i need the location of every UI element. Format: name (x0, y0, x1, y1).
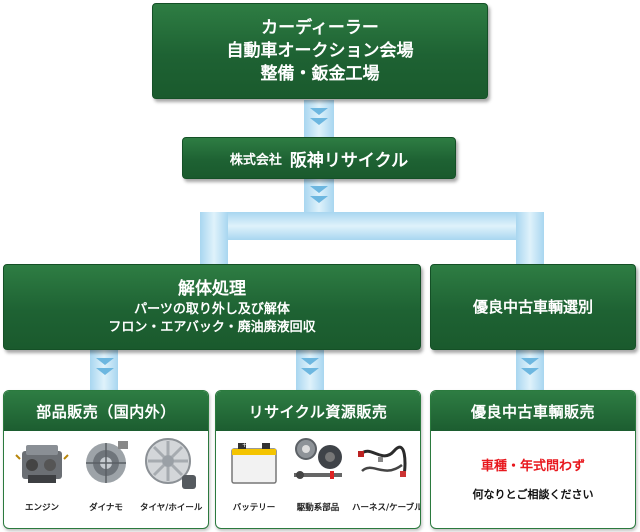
recycle-item-label: ハーネス/ケーブル (352, 503, 421, 513)
engine-icon (15, 445, 69, 483)
parts-sales-title: 部品販売（国内外） (4, 391, 208, 431)
chevron-down-icon (310, 108, 328, 115)
select-title: 優良中古車輌選別 (472, 298, 593, 316)
select-box: 優良中古車輌選別 (430, 264, 636, 350)
used-car-sales-panel: 優良中古車輌販売 車種・年式問わず 何なりとご相談ください (430, 390, 636, 529)
source-box: カーディーラー 自動車オークション会場 整備・鈑金工場 (152, 3, 488, 99)
parts-item-alternator: ダイナモ (76, 435, 136, 513)
dismantle-title: 解体処理 (178, 278, 246, 299)
recycle-item-label: 駆動系部品 (296, 503, 340, 513)
parts-item-label: ダイナモ (89, 503, 123, 513)
dismantle-line-1: パーツの取り外し及び解体 (134, 301, 290, 317)
company-prefix: 株式会社 (229, 152, 282, 168)
recycle-item-harness: ハーネス/ケーブル (352, 435, 421, 513)
chevron-down-icon (96, 358, 114, 365)
connector-left-drop (200, 212, 228, 266)
recycle-item-drive-parts: 駆動系部品 (288, 435, 348, 513)
used-car-sales-title: 優良中古車輌販売 (431, 391, 635, 431)
connector-right-drop (516, 212, 544, 266)
chevron-down-icon (521, 358, 539, 365)
parts-item-label: エンジン (24, 503, 59, 513)
parts-item-wheel: タイヤ/ホイール (140, 435, 203, 513)
used-car-highlight: 車種・年式問わず (480, 459, 585, 474)
source-line-2: 自動車オークション会場 (226, 40, 414, 61)
chevron-down-icon (310, 186, 328, 193)
parts-item-label: タイヤ/ホイール (140, 503, 203, 513)
recycle-item-label: バッテリー (232, 503, 276, 513)
drive-parts-icon (294, 438, 342, 479)
svg-text:+: + (242, 442, 247, 449)
battery-icon: + (231, 442, 277, 484)
recycle-sales-panel: リサイクル資源販売 + バッテリー 駆動系部品 (215, 390, 421, 529)
chevron-down-icon (96, 368, 114, 375)
recycle-sales-title: リサイクル資源販売 (216, 391, 420, 431)
alternator-icon (86, 441, 128, 483)
chevron-down-icon (301, 358, 319, 365)
chevron-down-icon (521, 368, 539, 375)
wheel-icon (145, 438, 196, 489)
used-car-subtext: 何なりとご相談ください (472, 488, 594, 501)
parts-sales-panel: 部品販売（国内外） エンジン ダイナモ (3, 390, 209, 529)
company-box: 株式会社 阪神リサイクル (182, 137, 456, 179)
chevron-down-icon (310, 196, 328, 203)
dismantle-line-2: フロン・エアバック・廃油廃液回収 (108, 319, 316, 335)
source-line-3: 整備・鈑金工場 (260, 63, 380, 84)
company-name: 阪神リサイクル (289, 150, 409, 171)
chevron-down-icon (310, 118, 328, 125)
connector-horizontal (200, 212, 544, 240)
chevron-down-icon (301, 368, 319, 375)
dismantle-box: 解体処理 パーツの取り外し及び解体 フロン・エアバック・廃油廃液回収 (3, 264, 421, 350)
harness-icon (358, 445, 407, 477)
recycle-item-battery: + バッテリー (224, 435, 284, 513)
parts-item-engine: エンジン (12, 435, 72, 513)
source-line-1: カーディーラー (261, 17, 379, 38)
